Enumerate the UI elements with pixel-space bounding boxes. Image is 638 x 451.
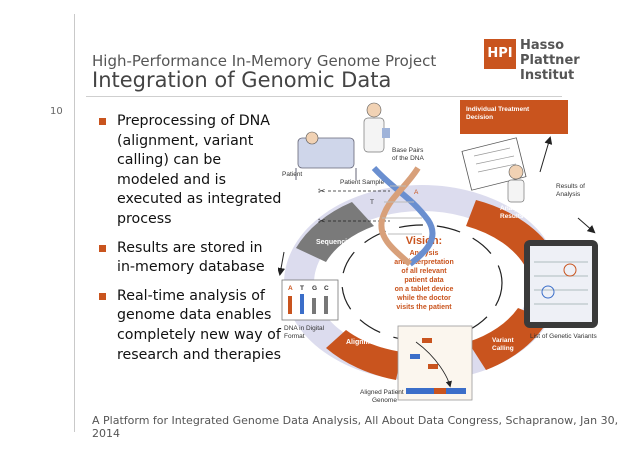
cycle-inner — [314, 211, 530, 355]
patient-sample-label: Patient Sample — [340, 179, 384, 186]
results-analysis-label-2: Analysis — [556, 191, 581, 198]
logo-line-1: Hasso — [520, 38, 565, 53]
flow-arrow — [577, 217, 596, 234]
aligned-genome-box — [397, 325, 473, 401]
scissors-icon: ✂ — [318, 216, 326, 226]
logo-line-2: Plattner — [520, 53, 580, 68]
scissors-icon: ✂ — [318, 186, 326, 196]
vision-line: on a tablet device — [395, 286, 454, 293]
doctor-illustration — [363, 102, 390, 153]
left-vertical-rule — [74, 14, 75, 432]
vision-title: Vision: — [406, 235, 442, 247]
page-number: 10 — [50, 106, 63, 117]
aligned-genome-label-1: Aligned Patient — [360, 389, 404, 396]
variant-label-2: Calling — [492, 345, 514, 352]
vision-line: while the doctor — [396, 295, 451, 302]
patient-label: Patient — [282, 171, 302, 178]
logo-line-3: Institut — [520, 68, 575, 83]
slide-footer: A Platform for Integrated Genome Data An… — [92, 414, 619, 440]
realtime-label-2: Analysis of — [500, 205, 536, 212]
hpi-logo-text: Hasso Plattner Institut — [520, 38, 580, 83]
base-pairs-label-2: of the DNA — [392, 155, 424, 162]
alignment-label: Alignment — [346, 339, 381, 346]
alignment-segment — [326, 330, 402, 380]
treatment-decision-box — [460, 100, 568, 134]
tablet-illustration — [524, 240, 598, 328]
title-underline — [86, 96, 562, 97]
base-t-label: T — [370, 199, 374, 206]
patient-bed-illustration — [295, 131, 357, 180]
bullet-text: Preprocessing of DNA (alignment, variant… — [117, 113, 282, 227]
flow-arrow — [539, 136, 553, 173]
dna-digital-label-1: DNA in Digital — [284, 325, 325, 332]
seq-letter: C — [324, 285, 329, 292]
bullet-item: Results are stored in in-memory database — [96, 239, 282, 278]
list-variants-label: List of Genetic Variants — [530, 333, 597, 340]
dna-helix — [371, 165, 436, 267]
bullet-text: Real-time analysis of genome data enable… — [117, 287, 281, 363]
vision-line: and interpretation — [394, 259, 454, 266]
seq-letter: T — [300, 285, 304, 292]
hpi-logo-box: HPI — [484, 39, 516, 69]
bullet-list: Preprocessing of DNA (alignment, variant… — [96, 112, 282, 374]
bullet-item: Real-time analysis of genome data enable… — [96, 287, 282, 365]
bullet-marker — [99, 244, 106, 252]
sequence-box: A T G C — [281, 279, 339, 321]
seq-letter: G — [312, 285, 317, 292]
inner-cycle-arrows — [341, 224, 503, 342]
flow-arrow — [278, 251, 286, 276]
aligned-genome-label-2: Genome — [372, 397, 397, 404]
genome-workflow-diagram: Sequencing Real-time Analysis of Results… — [278, 100, 598, 404]
results-paper-illustration — [461, 137, 527, 203]
slide-subtitle: High-Performance In-Memory Genome Projec… — [92, 52, 437, 70]
seq-letter: A — [288, 285, 293, 292]
vision-line: visits the patient — [396, 304, 452, 311]
sequencing-label: Sequencing — [316, 239, 356, 246]
realtime-label-3: Results — [500, 213, 524, 220]
treatment-label-1: Individual Treatment — [466, 106, 530, 113]
base-a-label: A — [414, 189, 419, 196]
bullet-marker — [99, 292, 106, 300]
variant-label-1: Variant — [492, 337, 515, 344]
slide-title: Integration of Genomic Data — [92, 68, 392, 92]
dna-digital-label-2: Format — [284, 333, 305, 340]
bullet-marker — [99, 118, 106, 125]
bullet-item: Preprocessing of DNA (alignment, variant… — [96, 112, 282, 230]
bullet-text: Results are stored in in-memory database — [117, 239, 265, 276]
treatment-label-2: Decision — [466, 114, 493, 121]
base-pairs-label-1: Base Pairs — [392, 147, 424, 154]
results-analysis-label-1: Results of — [556, 183, 585, 190]
vision-line: of all relevant — [401, 268, 447, 275]
sequencing-segment — [296, 202, 374, 262]
vision-line: patient data — [404, 277, 443, 284]
